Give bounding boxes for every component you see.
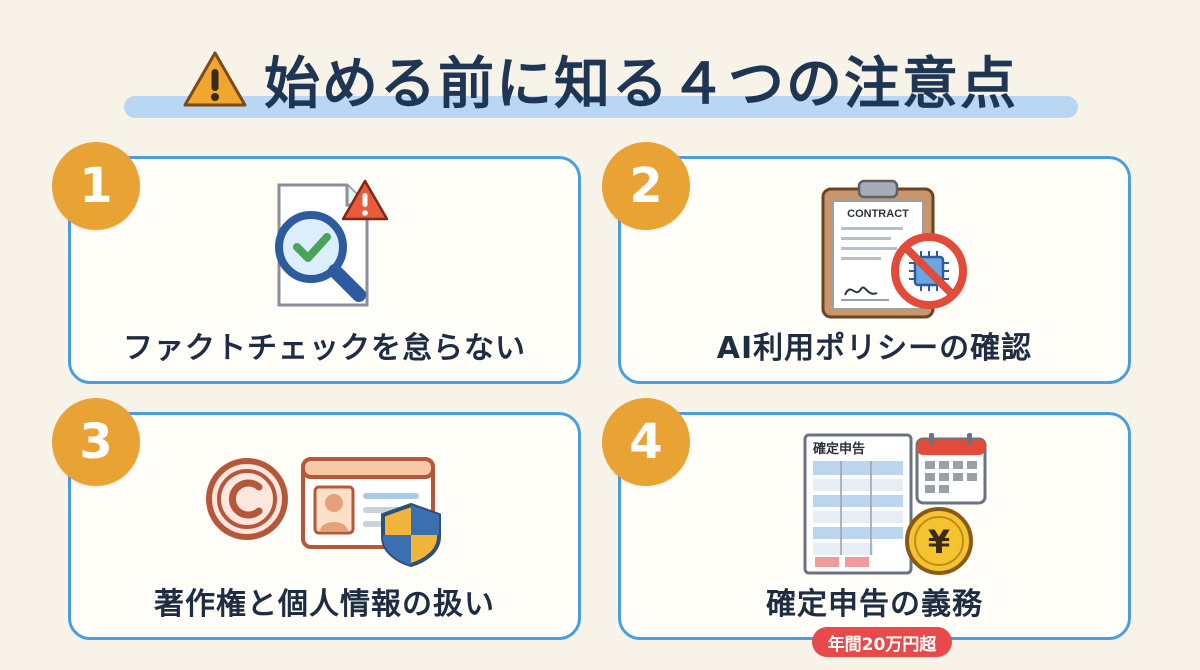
warning-icon	[183, 51, 247, 107]
page-title: 始める前に知る４つの注意点	[264, 51, 1018, 117]
tax-return-yen-calendar-icon: 確定申告 ¥	[803, 433, 987, 575]
card-copyright-privacy: 著作権と個人情報の扱い	[68, 412, 581, 640]
number-badge-3: 3	[52, 398, 140, 486]
card-label: 著作権と個人情報の扱い	[154, 587, 495, 622]
card-tax-return: 確定申告 ¥ 確定申告の義務	[618, 412, 1131, 640]
income-threshold-badge: 年間20万円超	[812, 627, 952, 657]
contract-text: CONTRACT	[847, 208, 909, 220]
page-title-row: 始める前に知る４つの注意点	[182, 39, 1018, 120]
card-fact-check: ファクトチェックを怠らない	[68, 156, 581, 384]
form-title-text: 確定申告	[813, 441, 865, 457]
copyright-id-shield-icon	[206, 457, 441, 568]
title-highlight	[124, 96, 1078, 118]
number-badge-1: 1	[52, 142, 140, 230]
number-badge-2: 2	[602, 142, 690, 230]
contract-no-ai-icon: CONTRACT	[821, 179, 967, 319]
number-badge-4: 4	[602, 398, 690, 486]
card-label: ファクトチェックを怠らない	[123, 331, 526, 366]
magnifier-check-document-icon	[275, 179, 389, 307]
header: 始める前に知る４つの注意点	[0, 34, 1200, 124]
card-ai-policy: CONTRACT AI利用ポリシーの確認	[618, 156, 1131, 384]
card-label: AI利用ポリシーの確認	[716, 331, 1033, 366]
card-label: 確定申告の義務	[766, 587, 983, 622]
yen-symbol: ¥	[928, 523, 950, 561]
